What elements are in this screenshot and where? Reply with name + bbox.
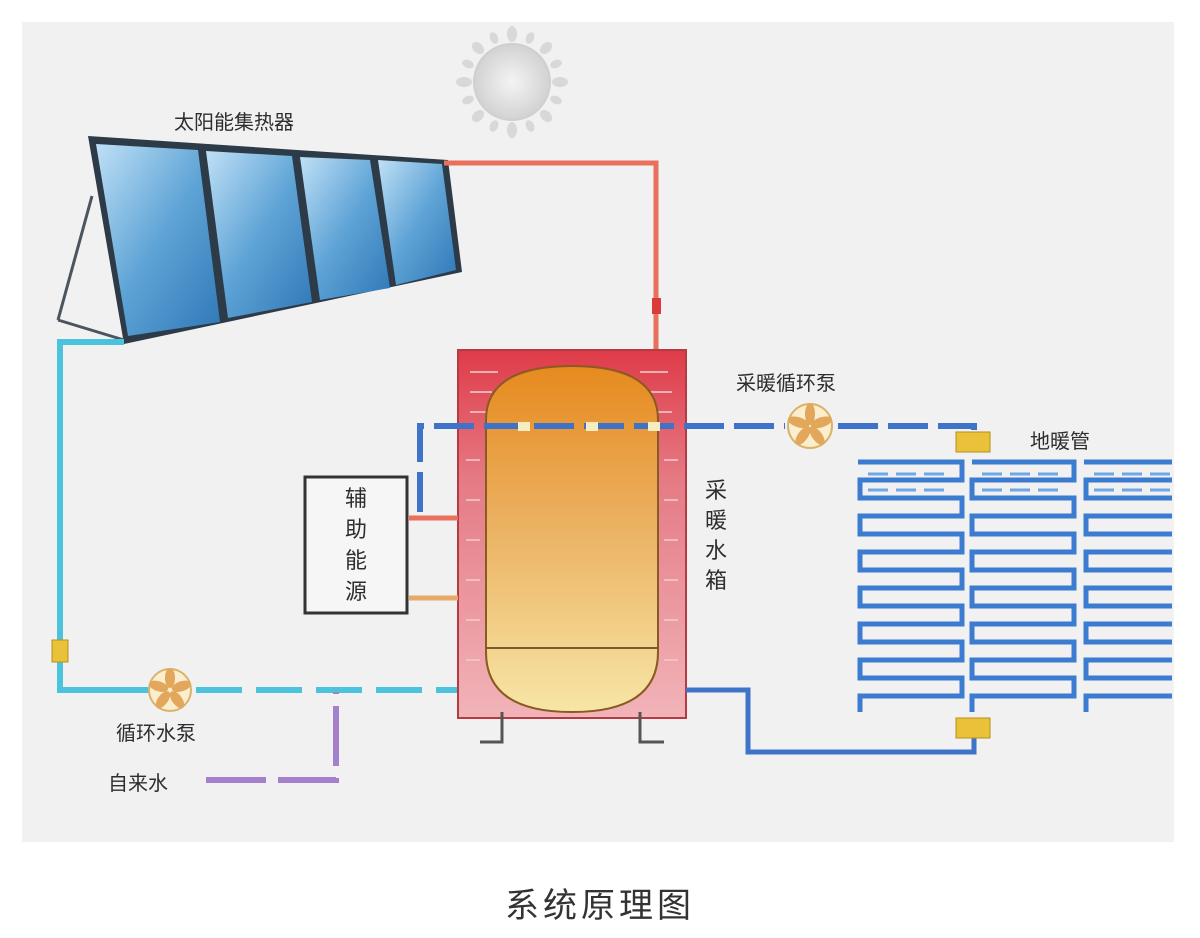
solar-collector-label: 太阳能集热器	[174, 110, 294, 134]
aux-energy-char: 能	[345, 549, 367, 574]
sun-icon	[456, 26, 568, 138]
valve-icon	[955, 431, 991, 453]
valve-icon	[51, 639, 69, 663]
hot-water-pipe	[444, 160, 659, 352]
tap-water-label: 自来水	[108, 771, 168, 795]
valve-icon	[955, 717, 991, 739]
solar-panel	[96, 144, 220, 336]
aux-energy-char: 源	[345, 580, 367, 605]
circ-pump-label: 循环水泵	[116, 721, 196, 745]
solar-panel	[206, 151, 312, 318]
aux-energy-char: 辅	[345, 487, 367, 512]
heating-pump-label: 采暖循环泵	[736, 371, 836, 395]
pipe-fitting	[518, 422, 530, 431]
pipe-fitting	[652, 298, 661, 314]
heating-return-pipe	[686, 687, 977, 755]
tap-water-pipe	[206, 692, 339, 783]
solar-panel	[300, 157, 390, 300]
aux-energy-char: 助	[345, 518, 367, 543]
figure-caption: 系统原理图	[505, 886, 695, 926]
floor-pipe-label: 地暖管	[1030, 429, 1090, 453]
tank-label-char: 水	[705, 539, 727, 564]
aux-energy-box	[303, 475, 409, 615]
heating-supply-pipe	[838, 423, 977, 442]
heating-tank	[457, 349, 687, 744]
floor-heating-pipes	[857, 459, 1172, 712]
heating-supply-pipe	[417, 423, 785, 512]
solar-collector	[56, 136, 462, 344]
tank-label-char: 箱	[705, 569, 727, 594]
pump-fan-icon	[148, 668, 192, 712]
solar-panel	[378, 160, 456, 285]
tank-label-char: 暖	[705, 509, 727, 534]
pipe-fitting	[586, 422, 598, 431]
pipe-fitting	[648, 422, 660, 431]
pump-fan-icon	[787, 403, 833, 449]
solar-return-pipe	[57, 339, 160, 693]
tank-label-char: 采	[705, 479, 727, 504]
